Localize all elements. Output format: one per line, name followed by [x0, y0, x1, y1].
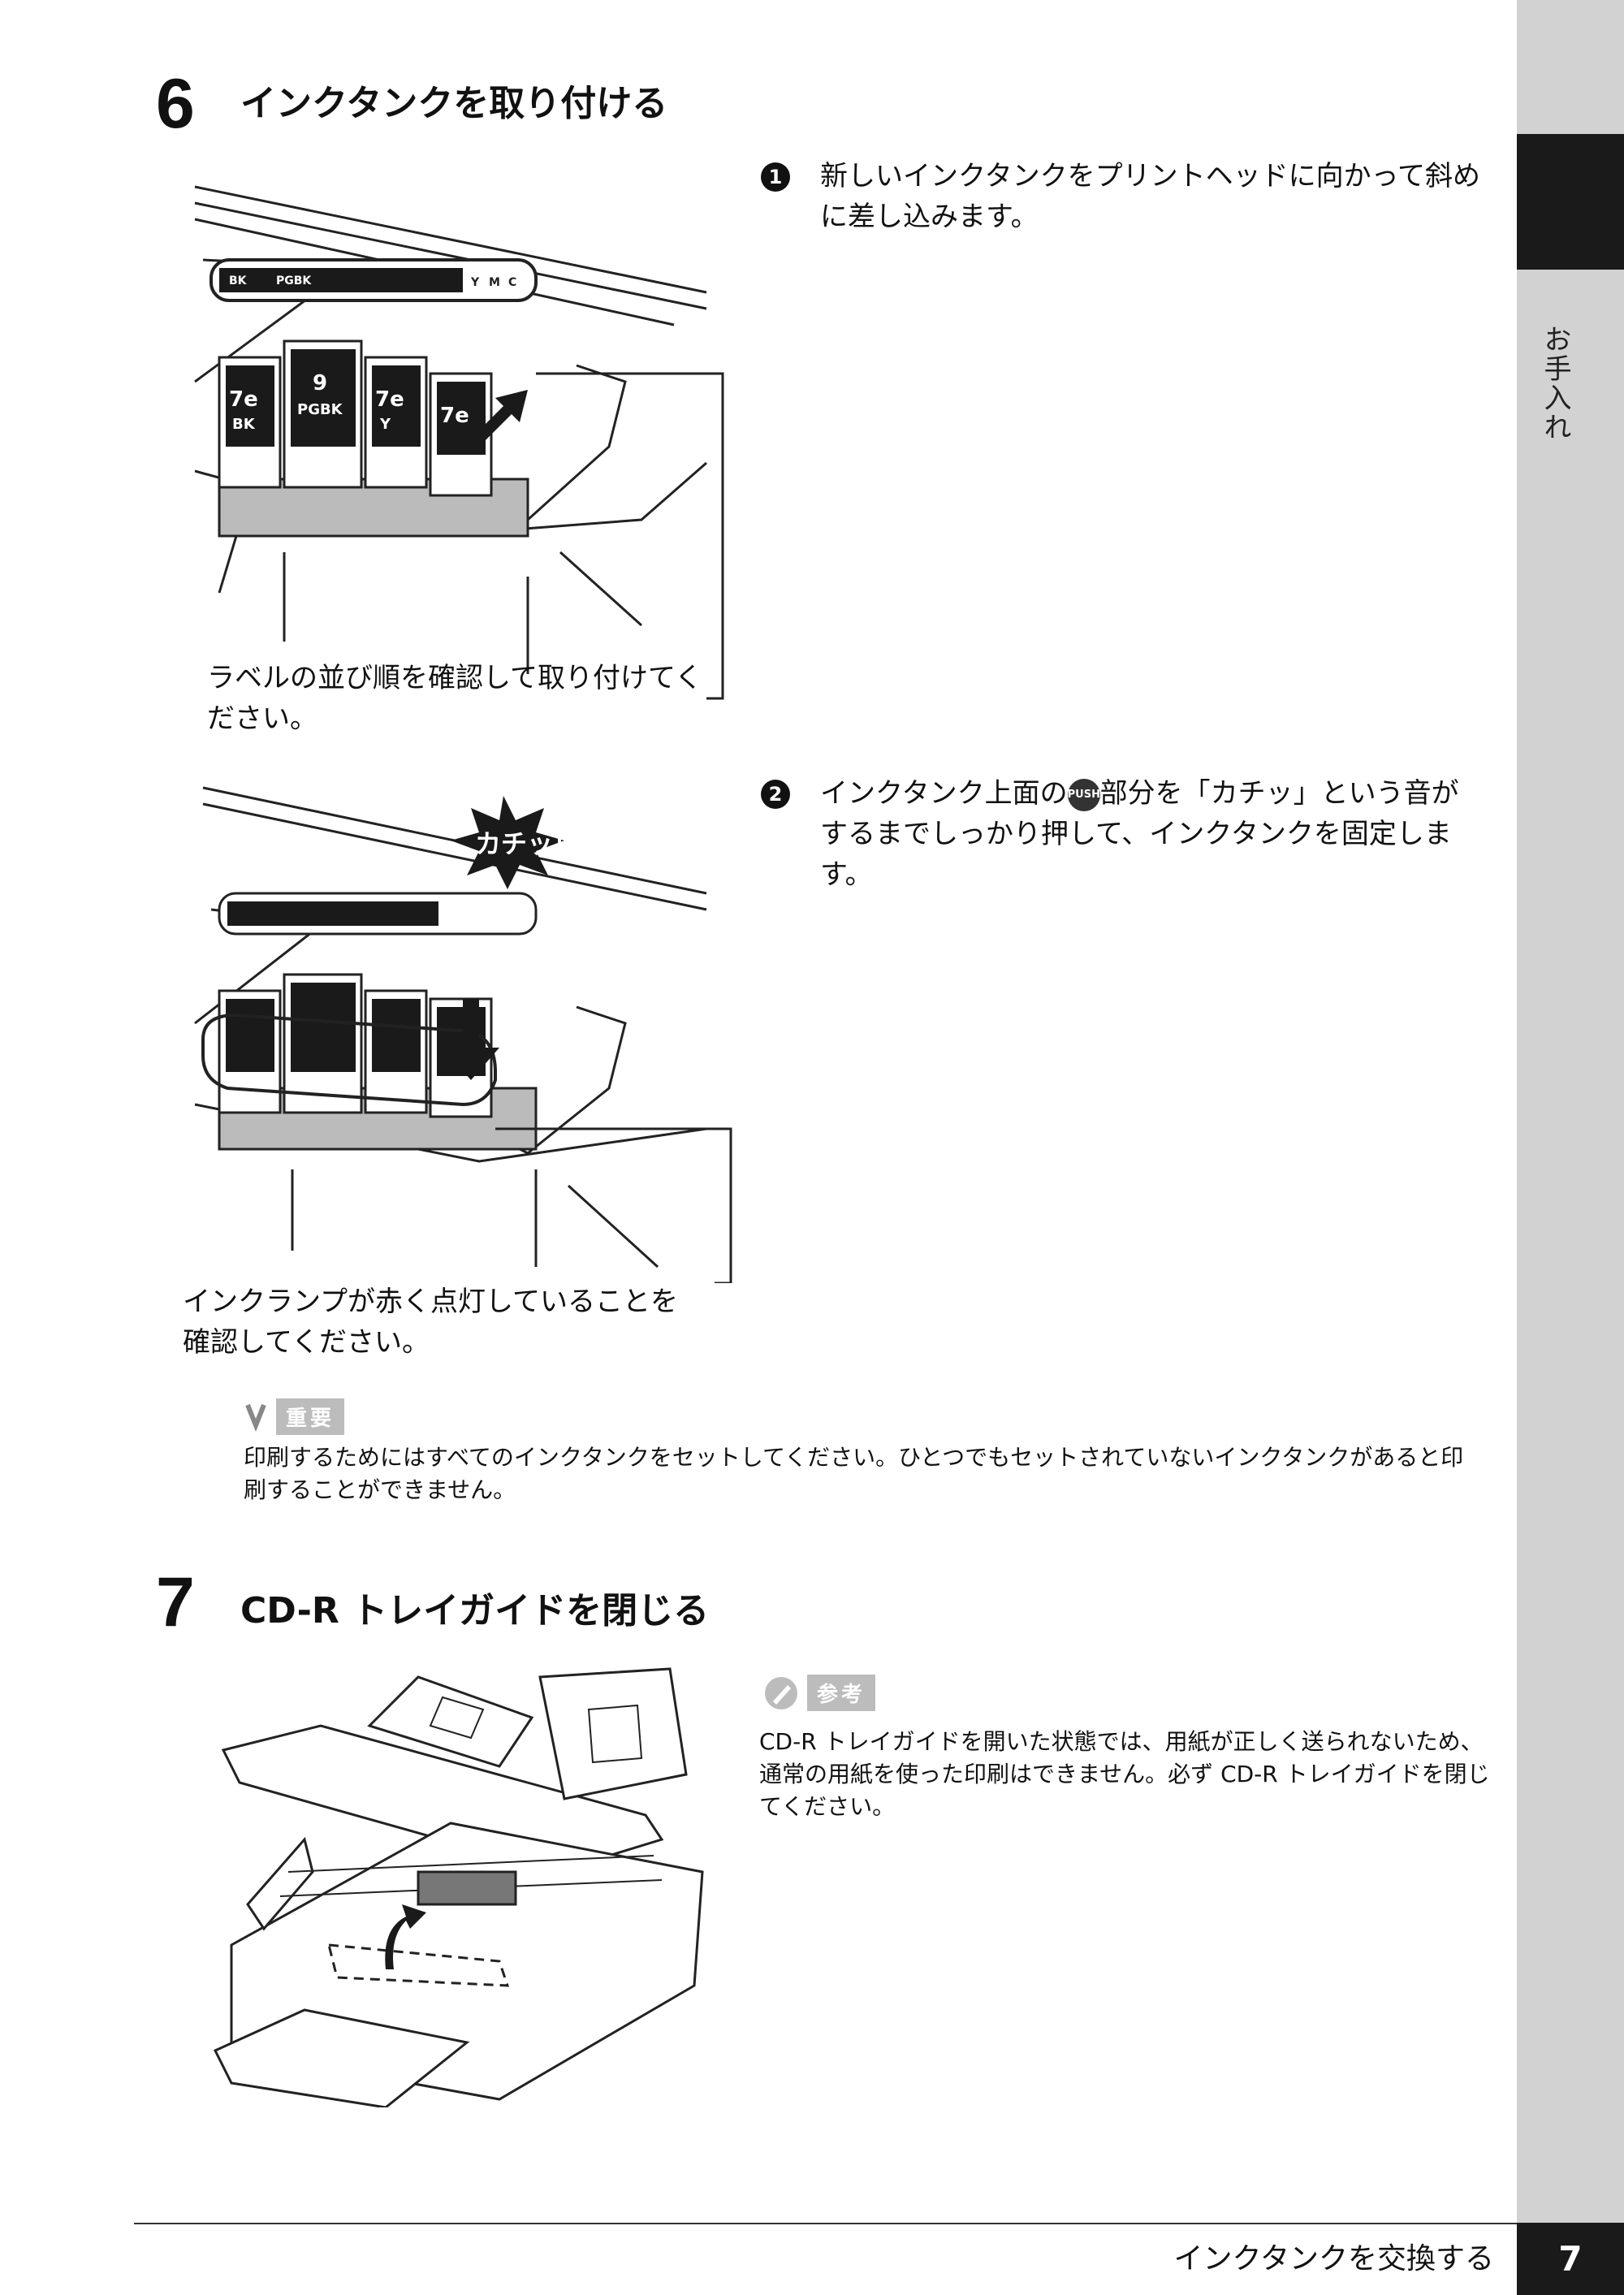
label-strip-bk: BK	[229, 274, 248, 287]
item-marker-2: 2	[761, 780, 790, 809]
instruction-push-text-1: インクタンク上面の	[820, 777, 1068, 810]
tank-code: PGBK	[297, 401, 343, 418]
caption-label-order: ラベルの並び順を確認して取り付けてください。	[207, 662, 702, 735]
ink-tank-insert-illustration: 7e 9 7e 7e BK PGBK Y BK PGBK Y M C	[194, 185, 724, 700]
step-6-number: 6	[156, 65, 195, 143]
push-icon: PUSH	[1067, 778, 1100, 811]
important-tag: 重要	[244, 1398, 345, 1435]
footer-rule	[134, 2223, 1517, 2224]
step-7-title: CD-R トレイガイドを閉じる	[240, 1590, 710, 1632]
tank-number: 9	[313, 371, 327, 395]
side-tab-bar	[1517, 0, 1624, 2295]
tank-number: 7e	[440, 404, 469, 428]
label-strip-c: C	[508, 276, 516, 289]
important-icon	[245, 1403, 266, 1432]
page-number: 7	[1517, 2223, 1624, 2295]
side-tab-label: お手入れ	[1539, 325, 1571, 442]
close-guide-arrow-icon	[385, 1904, 426, 1969]
insert-arrow-icon	[463, 390, 528, 455]
item-marker-1: 1	[761, 162, 790, 192]
tank-code: Y	[379, 416, 391, 433]
instruction-insert-tank: 新しいインクタンクをプリントヘッドに向かって斜めに差し込みます。	[820, 160, 1480, 233]
note-tag: 参考	[763, 1675, 876, 1711]
important-label: 重要	[276, 1398, 345, 1435]
tank-number: 7e	[229, 387, 258, 412]
footer-section-title: インクタンクを交換する	[1173, 2242, 1494, 2276]
instruction-push-text-2: 部分を「カチッ」という音がするまでしっかり押して、インクタンクを固定します。	[820, 777, 1459, 891]
label-strip-pgbk: PGBK	[276, 274, 312, 287]
pencil-note-icon	[765, 1676, 797, 1709]
ink-tank-lock-illustration: カチッ！	[194, 786, 732, 1283]
important-text: 印刷するためにはすべてのインクタンクをセットしてください。ひとつでもセットされて…	[244, 1444, 1464, 1503]
tank-code: BK	[232, 416, 256, 433]
instruction-push-tank: インクタンク上面のPUSH部分を「カチッ」という音がするまでしっかり押して、イン…	[820, 773, 1486, 895]
printer-cd-r-tray-illustration	[213, 1667, 704, 2107]
step-6-title: インクタンクを取り付ける	[240, 83, 668, 124]
click-callout: カチッ！	[475, 828, 579, 859]
label-strip-y: Y	[470, 276, 480, 289]
note-label: 参考	[807, 1675, 876, 1711]
push-down-arrow-icon	[443, 999, 499, 1080]
tank-number: 7e	[375, 387, 404, 412]
label-strip-m: M	[489, 276, 500, 289]
caption-lamp-check: インクランプが赤く点灯していることを確認してください。	[183, 1286, 678, 1359]
note-text: CD-R トレイガイドを開いた状態では、用紙が正しく送られないため、通常の用紙を…	[759, 1728, 1490, 1820]
click-burst-icon	[451, 796, 564, 889]
side-tab-marker	[1517, 134, 1624, 270]
step-7-number: 7	[156, 1563, 195, 1641]
